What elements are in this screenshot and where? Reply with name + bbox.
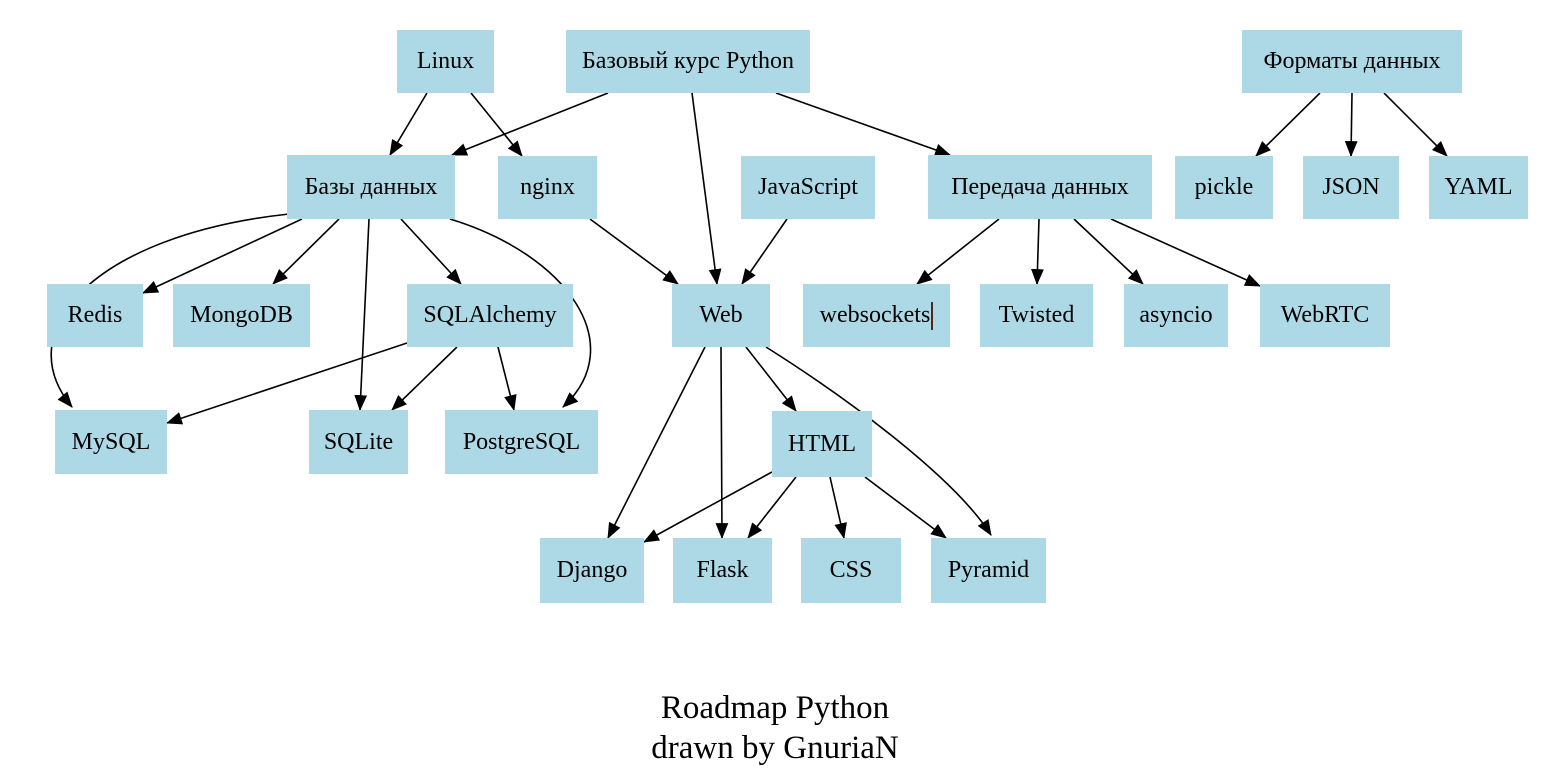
- node-python_course[interactable]: Базовый курс Python: [566, 30, 810, 93]
- node-label: Linux: [416, 48, 475, 74]
- node-pyramid[interactable]: Pyramid: [931, 538, 1046, 603]
- node-label: PostgreSQL: [462, 428, 581, 455]
- node-flask[interactable]: Flask: [673, 538, 772, 603]
- node-label: pickle: [1194, 174, 1254, 200]
- edge-python_course-web: [691, 92, 722, 286]
- node-label: JavaScript: [758, 174, 858, 200]
- edge-data_transfer-websockets: [916, 218, 1000, 285]
- edge-data_transfer-webrtc: [1110, 218, 1262, 287]
- node-label: MySQL: [71, 428, 151, 455]
- edge-web-pyramid: [765, 346, 992, 536]
- edge-databases-redis: [141, 218, 303, 294]
- node-label: Redis: [67, 302, 123, 328]
- node-label: SQLAlchemy: [423, 302, 557, 328]
- node-label: Базы данных: [304, 173, 438, 200]
- node-label: Pyramid: [947, 557, 1030, 583]
- node-label: HTML: [788, 430, 856, 457]
- edge-python_course-databases: [450, 92, 609, 156]
- node-label: Twisted: [998, 302, 1075, 328]
- node-label: Передача данных: [951, 173, 1129, 200]
- edge-html-django: [643, 471, 773, 543]
- node-linux[interactable]: Linux: [397, 30, 494, 93]
- edge-sqlalchemy-postgresql: [497, 346, 517, 412]
- edge-data_transfer-twisted: [1031, 218, 1044, 286]
- edge-sqlalchemy-sqlite: [391, 346, 458, 411]
- node-asyncio[interactable]: asyncio: [1124, 284, 1228, 347]
- node-label: MongoDB: [190, 302, 293, 328]
- edge-databases-postgresql: [449, 218, 592, 408]
- node-label: YAML: [1444, 174, 1513, 200]
- node-nginx[interactable]: nginx: [498, 156, 597, 219]
- edge-web-html: [745, 346, 797, 412]
- node-django[interactable]: Django: [540, 538, 644, 603]
- node-yaml[interactable]: YAML: [1429, 156, 1528, 219]
- edge-python_course-data_transfer: [775, 92, 952, 157]
- edge-linux-databases: [389, 92, 428, 156]
- edge-html-flask: [747, 476, 797, 539]
- caption: Roadmap Python drawn by GnuriaN: [651, 688, 898, 768]
- node-redis[interactable]: Redis: [47, 284, 143, 347]
- node-label: asyncio: [1139, 302, 1213, 328]
- text-cursor: [931, 301, 934, 330]
- node-data_transfer[interactable]: Передача данных: [928, 155, 1152, 219]
- node-label: Web: [699, 302, 743, 328]
- node-databases[interactable]: Базы данных: [287, 155, 455, 219]
- edge-nginx-web: [589, 218, 679, 285]
- node-label: SQLite: [323, 428, 394, 455]
- edge-databases-sqlite: [354, 218, 370, 412]
- node-data_formats[interactable]: Форматы данных: [1242, 30, 1462, 93]
- node-websockets[interactable]: websockets: [803, 284, 950, 347]
- caption-line1: Roadmap Python: [660, 690, 890, 726]
- node-sqlite[interactable]: SQLite: [309, 410, 408, 474]
- edge-javascript-web: [741, 218, 788, 285]
- node-label: Flask: [696, 557, 749, 583]
- node-label: JSON: [1322, 174, 1380, 200]
- node-javascript[interactable]: JavaScript: [741, 156, 875, 219]
- edge-linux-nginx: [470, 92, 523, 157]
- edge-html-pyramid: [864, 476, 947, 539]
- node-css[interactable]: CSS: [801, 538, 901, 603]
- node-label: Базовый курс Python: [581, 48, 795, 74]
- edge-web-flask: [715, 346, 729, 540]
- node-mysql[interactable]: MySQL: [55, 410, 167, 474]
- edge-web-django: [607, 346, 706, 539]
- node-sqlalchemy[interactable]: SQLAlchemy: [407, 284, 573, 347]
- node-json[interactable]: JSON: [1303, 156, 1399, 219]
- node-label: CSS: [829, 557, 873, 583]
- node-web[interactable]: Web: [672, 284, 770, 347]
- node-label: Django: [556, 557, 628, 583]
- edge-data_transfer-asyncio: [1073, 218, 1144, 285]
- node-label: nginx: [520, 174, 575, 200]
- edge-databases-mongodb: [272, 218, 340, 285]
- edge-sqlalchemy-mysql: [165, 342, 408, 425]
- node-webrtc[interactable]: WebRTC: [1260, 284, 1390, 347]
- node-twisted[interactable]: Twisted: [980, 284, 1093, 347]
- edge-data_formats-yaml: [1383, 92, 1448, 157]
- edge-databases-sqlalchemy: [400, 218, 462, 285]
- caption-line2: drawn by GnuriaN: [651, 730, 899, 766]
- node-postgresql[interactable]: PostgreSQL: [445, 410, 598, 474]
- edge-data_formats-json: [1344, 92, 1358, 158]
- node-label: websockets: [819, 302, 931, 328]
- edge-html-css: [829, 476, 847, 540]
- node-label: Форматы данных: [1263, 48, 1441, 74]
- node-mongodb[interactable]: MongoDB: [173, 284, 310, 347]
- node-html[interactable]: HTML: [772, 411, 872, 477]
- node-label: WebRTC: [1280, 302, 1370, 328]
- edge-data_formats-pickle: [1255, 92, 1321, 157]
- node-pickle[interactable]: pickle: [1175, 156, 1273, 219]
